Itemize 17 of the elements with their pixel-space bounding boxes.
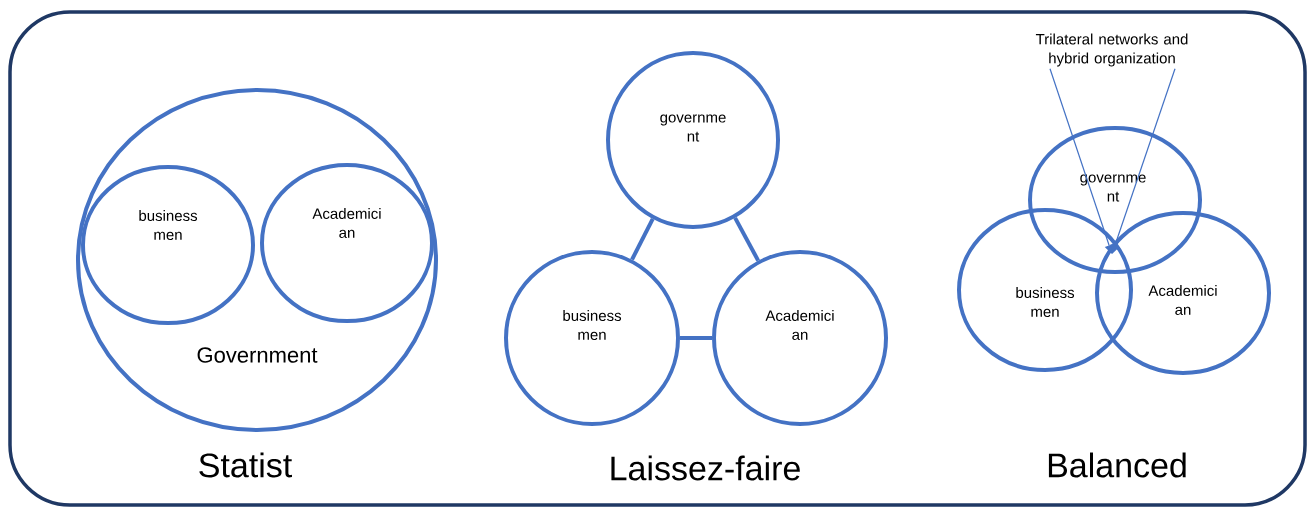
- ellipse-label: business men: [139, 210, 198, 240]
- callout-text: Trilateral networks and hybrid organization: [1035, 33, 1188, 67]
- ellipse-label: Government: [197, 347, 318, 363]
- ellipse-label: governme nt: [660, 114, 726, 142]
- ellipse-label: Academici an: [1148, 285, 1217, 315]
- leader-line: [1110, 68, 1176, 254]
- connector-line: [630, 218, 655, 261]
- ellipse-label: business men: [563, 310, 622, 340]
- model-label: Laissez-faire: [611, 455, 800, 481]
- connector-line: [680, 336, 712, 340]
- model-label: Statist: [199, 452, 292, 478]
- leader-line: [1049, 68, 1114, 254]
- ellipse-label: Academici an: [765, 310, 834, 340]
- connector-line: [733, 216, 760, 262]
- model-label: Balanced: [1048, 452, 1186, 478]
- ellipse-label: business men: [1016, 287, 1075, 317]
- ellipse-label: Academici an: [312, 208, 381, 238]
